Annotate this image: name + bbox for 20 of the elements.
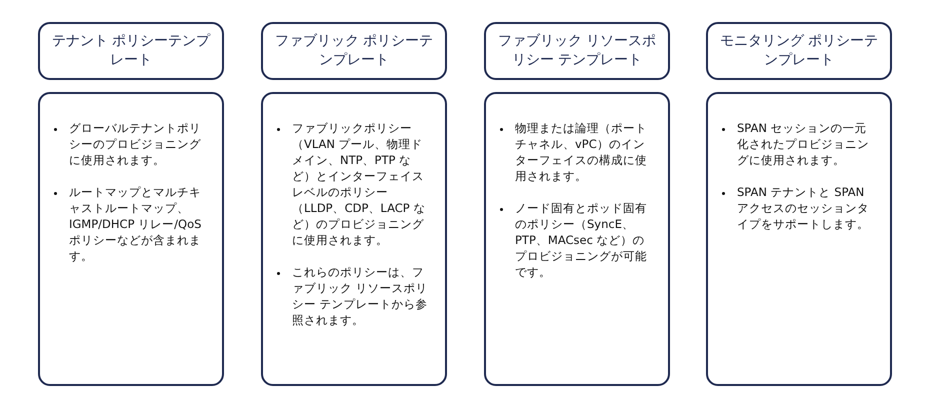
bullet-text: これらのポリシーは、ファブリック リソースポリシー テンプレートから参照されます。	[292, 264, 429, 328]
description-card	[38, 92, 224, 386]
bullet-text: SPAN セッションの一元化されたプロビジョニングに使用されます。	[737, 120, 870, 168]
header-box	[706, 22, 892, 80]
header-box	[38, 22, 224, 80]
header-box	[261, 22, 447, 80]
bullet-text: グローバルテナントポリシーのプロビジョニングに使用されます。	[69, 120, 202, 168]
header-box	[484, 22, 670, 80]
description-card	[706, 92, 892, 386]
bullet-text: 物理または論理（ポートチャネル、vPC）のインターフェイスの構成に使用されます。	[515, 120, 648, 184]
bullet-text: ルートマップとマルチキャストルートマップ、IGMP/DHCP リレー/QoS ポリシーなどが含まれます。	[69, 184, 202, 264]
description-card	[261, 92, 447, 386]
template-title: ファブリック リソースポリシー テンプレート	[496, 32, 658, 70]
bullet-text: ファブリックポリシー（VLAN プール、物理ドメイン、NTP、PTP など）とインターフェイスレベルのポリシー（LLDP、CDP、LACP など）のプロビジョニングに使用されます。	[292, 120, 426, 248]
bullet-text: SPAN テナントと SPAN アクセスのセッションタイプをサポートします。	[737, 184, 870, 232]
description-card	[484, 92, 670, 386]
template-title: ファブリック ポリシーテンプレート	[274, 32, 434, 70]
template-title: テナント ポリシーテンプレート	[50, 32, 212, 70]
bullet-text: ノード固有とポッド固有のポリシー（SyncE、PTP、MACsec など）のプロビジョニングが可能です。	[515, 200, 648, 280]
template-title: モニタリング ポリシーテンプレート	[718, 32, 880, 70]
